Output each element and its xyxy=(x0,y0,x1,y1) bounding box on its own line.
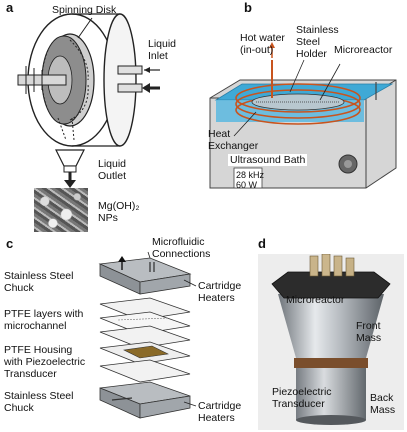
heat-exchanger-label: Heat Exchanger xyxy=(208,128,259,152)
spinning-disk-label: Spinning Disk xyxy=(52,4,117,16)
bottom-heaters-label: Cartridge Heaters xyxy=(198,400,242,424)
ultrasound-bath-label: Ultrasound Bath xyxy=(228,154,308,166)
steel-holder-label: Stainless Steel Holder xyxy=(296,24,339,60)
panel-a-letter: a xyxy=(6,0,14,15)
panel-d-letter: d xyxy=(258,236,266,251)
ptfe-housing-label: PTFE Housing with Piezoelectric Transduc… xyxy=(4,344,86,380)
panel-b: b Hot water (in-out) Stainless Steel Hol… xyxy=(200,0,407,236)
exploded-stack-drawing xyxy=(98,251,197,419)
transducer-illustration xyxy=(271,254,391,425)
panel-c: c Microfluidic Connections Stainless Ste… xyxy=(0,236,252,432)
microreactor-photo-label: Microreactor xyxy=(286,294,345,306)
panel-d: d xyxy=(252,236,407,432)
liquid-inlet-label: Liquid Inlet xyxy=(148,38,177,62)
transducer-photo xyxy=(258,254,404,430)
spinning-disk-reactor-drawing xyxy=(17,13,160,188)
front-mass-label: Front Mass xyxy=(356,320,382,344)
panel-c-letter: c xyxy=(6,236,14,251)
liquid-outlet-label: Liquid Outlet xyxy=(98,158,127,182)
nanoparticles-label: Mg(OH)₂ NPs xyxy=(98,200,140,224)
bottom-chuck-label: Stainless Steel Chuck xyxy=(4,390,74,414)
microfluidic-connections-label: Microfluidic Connections xyxy=(152,236,211,260)
back-mass-label: Back Mass xyxy=(370,392,396,416)
panel-a: a Spinning Disk Liquid Inl xyxy=(0,0,200,236)
ptfe-layers-label: PTFE layers with microchannel xyxy=(4,308,84,332)
nanoparticle-micrograph xyxy=(34,188,88,232)
piezo-transducer-label: Piezoelectric Transducer xyxy=(272,386,332,410)
panel-b-letter: b xyxy=(244,0,252,15)
power-label: 60 W xyxy=(236,180,258,190)
top-chuck-label: Stainless Steel Chuck xyxy=(4,270,74,294)
hot-water-label: Hot water (in-out) xyxy=(240,32,285,56)
microreactor-label: Microreactor xyxy=(334,44,393,56)
frequency-label: 28 kHz xyxy=(236,170,265,180)
top-heaters-label: Cartridge Heaters xyxy=(198,280,242,304)
